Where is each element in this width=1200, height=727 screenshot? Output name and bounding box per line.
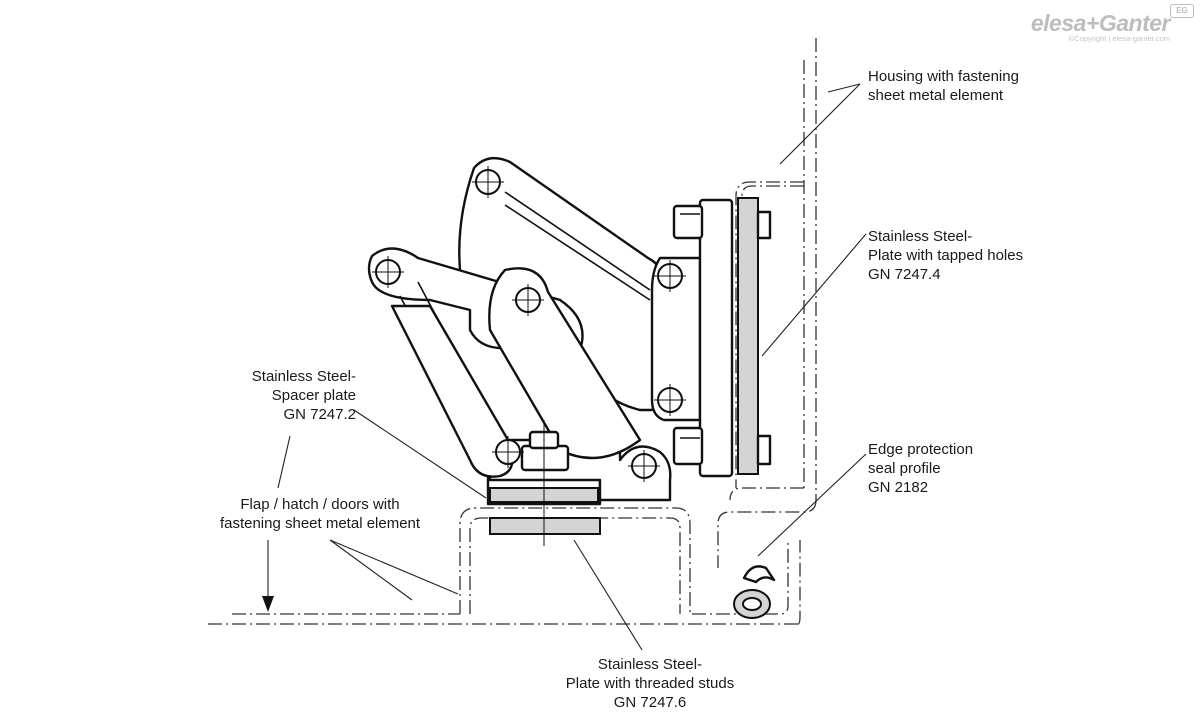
arm-edge-line xyxy=(504,191,651,291)
label-housing: Housing with fastening sheet metal eleme… xyxy=(868,68,1019,104)
bottom-stud-nut xyxy=(672,426,704,466)
leader-lines xyxy=(262,83,867,651)
label-edge-protection: Edge protection seal profile GN 2182 xyxy=(868,441,974,496)
label-threaded-plate: Stainless Steel- Plate with threaded stu… xyxy=(565,656,735,711)
bottom-screw-head xyxy=(756,434,772,466)
side-bracket xyxy=(650,256,702,422)
mounting-block xyxy=(698,198,734,478)
edge-seal-profile xyxy=(733,565,776,619)
seal-lip xyxy=(742,565,776,584)
label-flap: Flap / hatch / doors with fastening shee… xyxy=(219,496,421,532)
eg-badge: EG xyxy=(1170,4,1194,18)
brand-logo: elesa+Ganter ©Copyright | elesa-ganter.c… xyxy=(1030,10,1171,43)
label-tapped-plate: Stainless Steel- Plate with tapped holes… xyxy=(868,228,1024,283)
middle-lever xyxy=(488,267,642,460)
arm-edge-line-2 xyxy=(504,204,651,301)
base-nut xyxy=(520,444,570,472)
pivot-holes xyxy=(372,166,686,482)
top-stud-nut xyxy=(672,204,704,240)
seal-bulb-core xyxy=(742,597,762,611)
logo-brand: elesa+Ganter xyxy=(1030,10,1171,36)
label-spacer-plate: Stainless Steel- Spacer plate GN 7247.2 xyxy=(251,368,356,423)
tapped-holes-plate xyxy=(737,197,759,475)
flap-arrow xyxy=(262,596,274,612)
top-screw-head xyxy=(756,210,772,240)
main-arm-upper xyxy=(458,156,666,412)
threaded-stud-plate xyxy=(489,517,601,535)
housing-frame xyxy=(717,38,817,568)
logo-copyright: ©Copyright | elesa-ganter.com xyxy=(1068,34,1170,43)
